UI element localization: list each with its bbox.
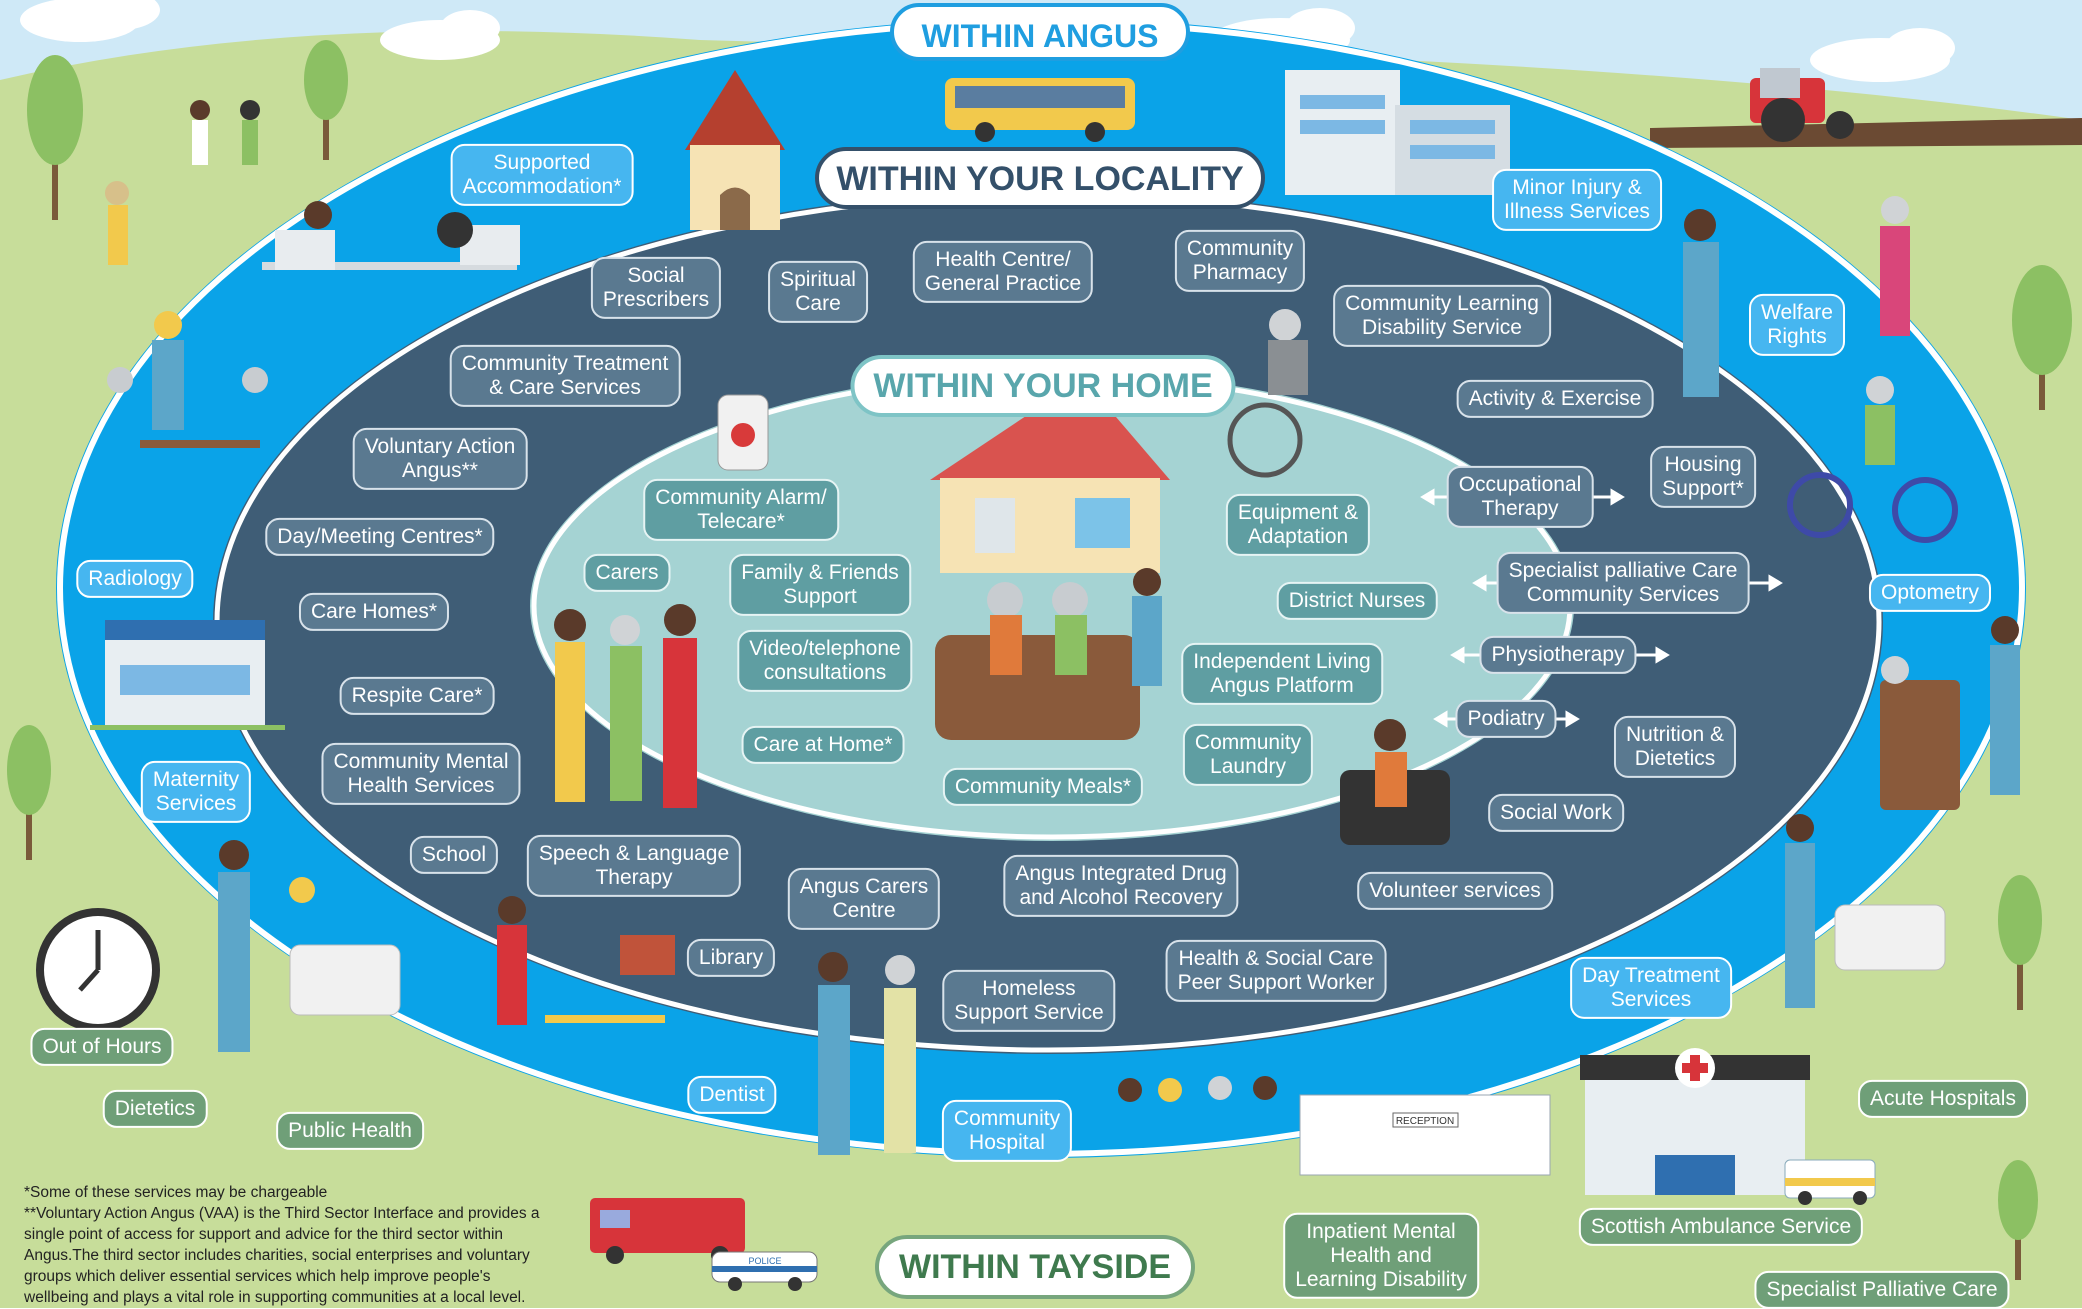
ploughed-field — [1650, 118, 2082, 148]
service-dentist: Dentist — [687, 1075, 777, 1115]
house-icon — [930, 410, 1170, 573]
service-radiology: Radiology — [76, 559, 194, 599]
police-car-icon: POLICE — [711, 1251, 818, 1291]
within-angus-banner: WITHIN ANGUS — [890, 3, 1190, 61]
bus-icon — [945, 78, 1135, 142]
service-volunteer-services: Volunteer services — [1357, 871, 1553, 911]
wheelchair-icon — [1227, 309, 1308, 478]
service-community-alarm: Community Alarm/Telecare* — [643, 478, 839, 542]
children-table-icon — [497, 896, 675, 1025]
dining-people-icon — [107, 311, 268, 448]
within-tayside-banner: WITHIN TAYSIDE — [875, 1235, 1195, 1299]
footnote-vaa: **Voluntary Action Angus (VAA) is the Th… — [24, 1205, 540, 1306]
service-dietetics: Dietetics — [102, 1089, 208, 1129]
service-out-of-hours: Out of Hours — [30, 1027, 174, 1067]
elderly-walker-icon — [818, 952, 916, 1155]
family-group-icon — [554, 604, 697, 808]
nurse-bed-right-icon — [1785, 814, 1946, 1008]
service-acute-hospitals: Acute Hospitals — [1858, 1079, 2028, 1119]
clock-icon — [36, 908, 160, 1032]
runners-icon — [105, 100, 260, 265]
service-activity-exercise: Activity & Exercise — [1456, 379, 1654, 419]
footnote: *Some of these services may be chargeabl… — [24, 1182, 554, 1308]
service-public-health: Public Health — [276, 1111, 424, 1151]
service-community-meals: Community Meals* — [942, 767, 1144, 807]
nurse-icon — [1132, 568, 1162, 686]
reception-sign-text: RECEPTION — [1396, 1116, 1454, 1127]
service-care-homes: Care Homes* — [298, 592, 450, 632]
service-carers: Carers — [583, 553, 671, 593]
service-minor-injury: Minor Injury &Illness Services — [1492, 168, 1662, 232]
service-optometry: Optometry — [1868, 573, 1992, 613]
service-specialist-palliative: Specialist Palliative Care — [1754, 1270, 2010, 1309]
man-in-armchair-icon — [1340, 719, 1450, 845]
reception-desk-icon: RECEPTION — [1118, 1076, 1551, 1176]
within-home-banner: WITHIN YOUR HOME — [850, 355, 1236, 417]
service-nutrition-dietetics: Nutrition &Dietetics — [1613, 715, 1737, 779]
service-podiatry: Podiatry — [1455, 699, 1557, 739]
service-respite-care: Respite Care* — [339, 676, 495, 716]
service-day-meeting-centres: Day/Meeting Centres* — [265, 517, 495, 557]
service-social-work: Social Work — [1488, 793, 1624, 833]
radiology-building-icon — [90, 620, 285, 730]
office-desk-icon — [262, 201, 520, 270]
service-scottish-ambulance: Scottish Ambulance Service — [1578, 1207, 1864, 1247]
man-with-lanyard-icon — [1683, 209, 1719, 397]
rocking-chair-icon — [1880, 616, 2020, 810]
service-care-at-home: Care at Home* — [741, 725, 905, 765]
footnote-chargeable: *Some of these services may be chargeabl… — [24, 1184, 328, 1201]
service-community-treatment: Community Treatment& Care Services — [449, 344, 681, 408]
service-school: School — [409, 835, 499, 875]
ambulance-icon — [1784, 1159, 1876, 1205]
church-icon — [685, 70, 785, 230]
sofa-icon — [935, 582, 1140, 740]
alarm-pendant-icon — [717, 394, 769, 471]
tree-icon — [7, 40, 2072, 1280]
service-physiotherapy: Physiotherapy — [1479, 635, 1637, 675]
service-equipment-adaptation: Equipment &Adaptation — [1225, 493, 1371, 557]
service-district-nurses: District Nurses — [1276, 581, 1438, 621]
service-library: Library — [686, 938, 776, 978]
clinic-building-icon — [1285, 70, 1510, 195]
service-health-centre: Health Centre/General Practice — [912, 240, 1094, 304]
tractor-icon — [1750, 68, 1854, 142]
elderly-exercising-icon — [1880, 196, 1910, 336]
hospital-bed-icon — [218, 840, 401, 1052]
police-text: POLICE — [748, 1256, 781, 1266]
within-locality-banner: WITHIN YOUR LOCALITY — [815, 147, 1265, 209]
hospital-building-icon — [1580, 1048, 1810, 1195]
cyclist-icon — [1787, 376, 1958, 543]
